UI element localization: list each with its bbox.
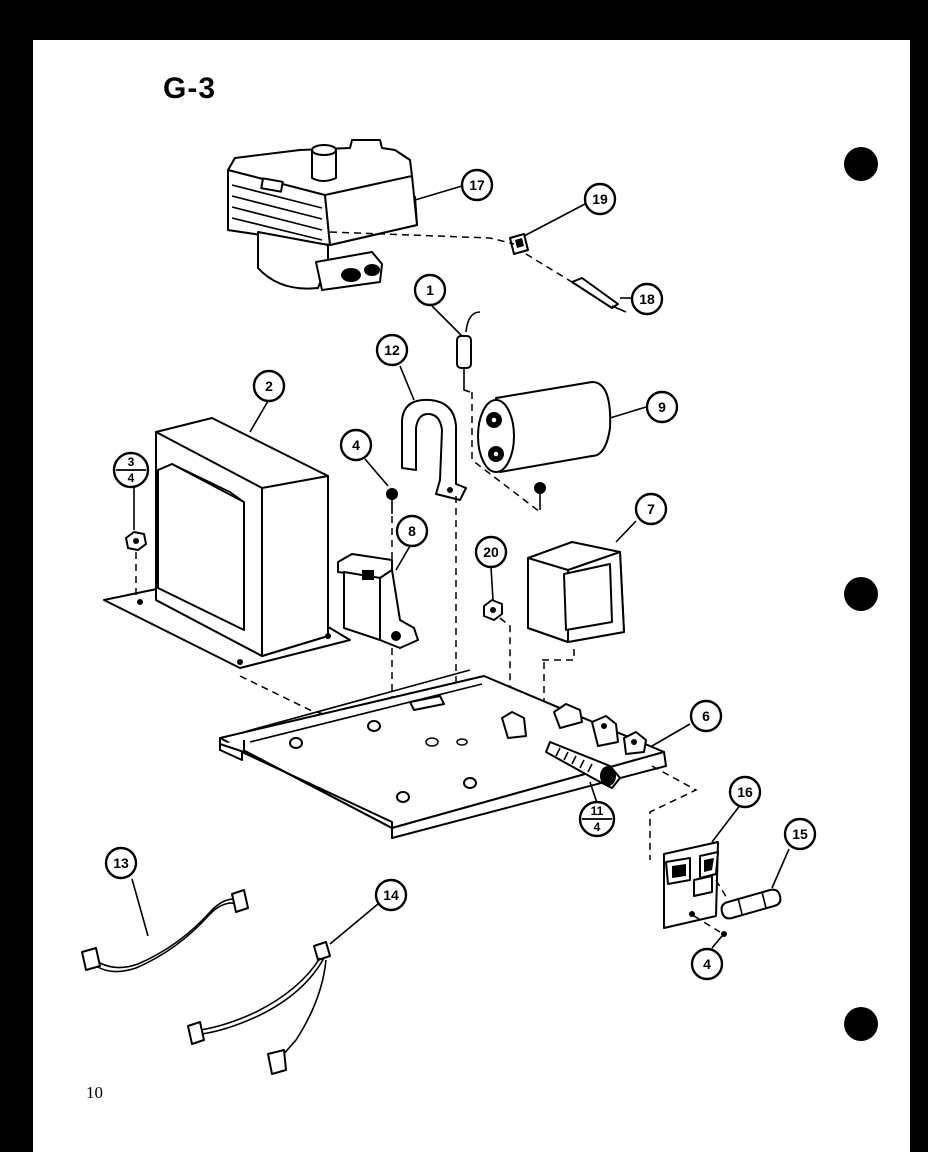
page-title: G-3 — [163, 72, 217, 105]
callout-17: 17 — [460, 168, 494, 202]
callout-15-label: 15 — [792, 826, 808, 842]
screw-part-4b — [721, 931, 727, 937]
callout-1-label: 1 — [426, 282, 434, 298]
base-plate-part — [219, 669, 667, 839]
callout-16-label: 16 — [737, 784, 753, 800]
callout-16: 16 — [728, 775, 762, 809]
screw-part-4 — [386, 488, 398, 514]
capacitor-part — [477, 381, 612, 473]
callout-4-lower: 4 — [690, 947, 724, 981]
probe-part-18 — [571, 277, 627, 313]
wire-harness-14 — [187, 941, 331, 1075]
callout-19-label: 19 — [592, 191, 608, 207]
callout-4-lower-label: 4 — [703, 956, 711, 972]
callout-12: 12 — [375, 333, 409, 367]
callout-18: 18 — [630, 282, 664, 316]
callout-11-over-4-bottom: 4 — [594, 820, 601, 834]
callout-13-label: 13 — [113, 855, 129, 871]
transformer-part — [103, 417, 351, 669]
small-transformer-part — [527, 541, 625, 643]
callout-3-over-4-bottom: 4 — [128, 471, 135, 485]
callout-2-label: 2 — [265, 378, 273, 394]
callout-6: 6 — [689, 699, 723, 733]
nut-part-20 — [483, 599, 503, 621]
magnetron-part — [227, 139, 418, 291]
callout-13: 13 — [104, 846, 138, 880]
callout-4-upper-label: 4 — [352, 437, 360, 453]
nut-part-3 — [125, 531, 147, 551]
callout-6-label: 6 — [702, 708, 710, 724]
callout-15: 15 — [783, 817, 817, 851]
callout-1: 1 — [413, 273, 447, 307]
fuse-part — [720, 888, 782, 920]
callout-7-label: 7 — [647, 501, 655, 517]
callout-14: 14 — [374, 878, 408, 912]
callout-3-over-4: 3 4 — [112, 451, 150, 489]
connector-part-19 — [509, 233, 529, 255]
callout-17-label: 17 — [469, 177, 485, 193]
callout-8: 8 — [395, 514, 429, 548]
callout-14-label: 14 — [383, 887, 399, 903]
callout-2: 2 — [252, 369, 286, 403]
callout-4-upper: 4 — [339, 428, 373, 462]
callout-9: 9 — [645, 390, 679, 424]
diode-part — [456, 311, 481, 393]
screw-part-11 — [545, 741, 621, 789]
binder-hole-top — [844, 147, 878, 181]
callout-8-label: 8 — [408, 523, 416, 539]
callout-20: 20 — [474, 535, 508, 569]
callout-9-label: 9 — [658, 399, 666, 415]
binder-hole-middle — [844, 577, 878, 611]
bracket-part-12 — [401, 398, 467, 501]
relay-part — [337, 553, 419, 649]
circuit-board-part — [663, 841, 719, 929]
callout-12-label: 12 — [384, 342, 400, 358]
callout-11-over-4: 11 4 — [578, 800, 616, 838]
callout-19: 19 — [583, 182, 617, 216]
callout-3-over-4-top: 3 — [128, 455, 135, 469]
page-number: 10 — [86, 1083, 103, 1102]
callout-20-label: 20 — [483, 544, 499, 560]
binder-hole-bottom — [844, 1007, 878, 1041]
screw-part — [534, 482, 546, 510]
callout-11-over-4-top: 11 — [591, 804, 604, 818]
callout-7: 7 — [634, 492, 668, 526]
wire-harness-13 — [81, 889, 249, 973]
callout-18-label: 18 — [639, 291, 655, 307]
